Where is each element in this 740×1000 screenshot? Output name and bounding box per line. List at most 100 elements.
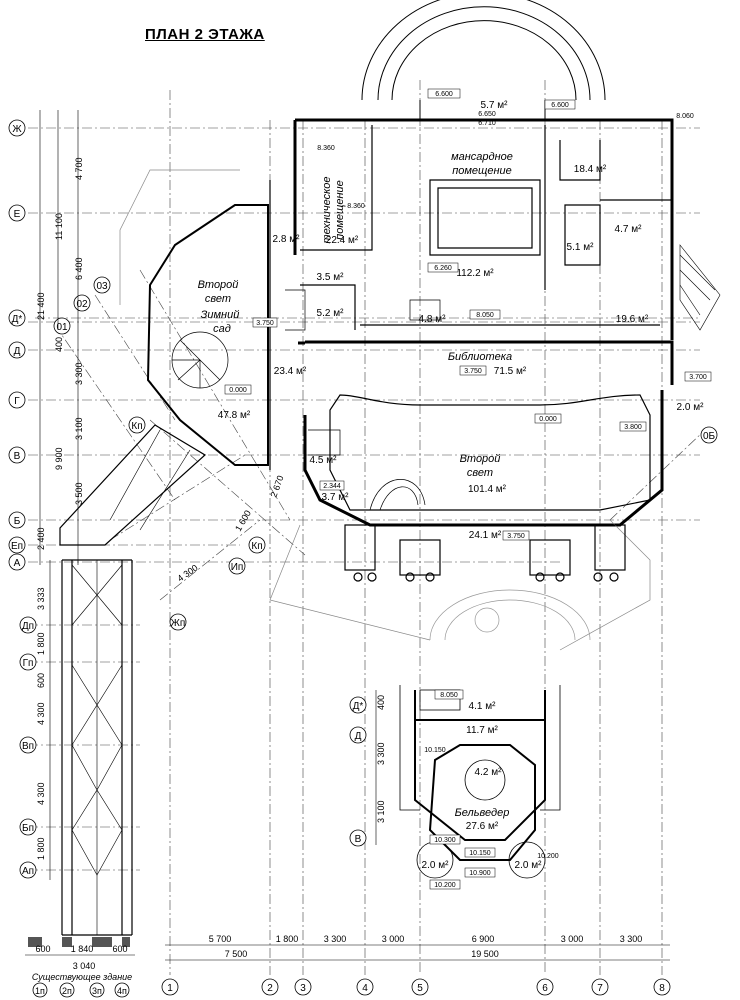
level-mark: 10.150	[469, 850, 491, 857]
room-area: 112.2 м²	[456, 268, 494, 279]
room-name: Бельведер	[455, 807, 510, 819]
lower-stairs-ghost	[429, 589, 591, 641]
axis-label-bottom: 8	[659, 983, 665, 994]
room-area: 11.7 м²	[466, 725, 498, 736]
room-area: 2.0 м²	[515, 860, 543, 871]
dim-label: 11 100	[54, 213, 64, 240]
level-mark: 3.800	[624, 424, 642, 431]
axis-label-diag: Жп	[171, 618, 186, 629]
dim-label: 4 700	[74, 157, 84, 180]
gallery-roof-lines	[71, 429, 191, 935]
room-name: помещение	[452, 165, 512, 177]
room-area: 5.2 м²	[317, 308, 345, 319]
room-area: 3.5 м²	[317, 272, 345, 283]
axis-label-left: Вп	[22, 741, 34, 752]
level-mark: 8.360	[317, 145, 335, 152]
axis-label-diag: 01	[56, 322, 68, 333]
room-area: 27.6 м²	[466, 821, 499, 832]
existing-building-walls	[28, 937, 130, 947]
dim-label: 6 900	[472, 934, 495, 944]
level-mark: 10.150	[424, 747, 446, 754]
dim-label: 1 840	[71, 944, 94, 954]
bay-windows	[344, 524, 626, 582]
dim-label: 3 100	[74, 417, 84, 440]
dim-label: 6 400	[74, 257, 84, 280]
dim-label: 1 600	[233, 508, 253, 533]
dim-label: 3 000	[561, 934, 584, 944]
axis-label-diag: Кп	[131, 421, 142, 432]
belveder-axis-markers	[349, 696, 367, 847]
room-area: 4.2 м²	[475, 767, 503, 778]
room-area: 23.4 м²	[274, 366, 307, 377]
rotunda-outline	[361, 0, 606, 120]
axis-label-left: Еп	[11, 541, 23, 552]
level-mark: 6.600	[551, 102, 569, 109]
dim-label: 4 300	[36, 782, 46, 805]
axis-label-left: Бп	[22, 823, 34, 834]
room-name: Второй	[460, 453, 501, 465]
dim-label: 3 300	[376, 742, 386, 765]
axis-label-bottom: 4	[362, 983, 368, 994]
room-name: техническое	[321, 176, 333, 243]
dim-label: 4 300	[36, 702, 46, 725]
room-area: 18.4 м²	[574, 164, 607, 175]
room-area: 101.4 м²	[468, 484, 507, 495]
axis-label-diag: Кп	[251, 541, 262, 552]
axis-label-bel: Д*	[353, 701, 364, 712]
dim-label: 1 800	[36, 632, 46, 655]
dim-label: 3 040	[73, 961, 96, 971]
dim-label: 3 500	[74, 482, 84, 505]
level-mark: 10.300	[434, 837, 456, 844]
level-mark: 3.750	[256, 320, 274, 327]
dim-label: 7 500	[225, 949, 248, 959]
level-mark: 8.360	[347, 203, 365, 210]
level-mark: 8.050	[440, 692, 458, 699]
level-mark: 10.200	[537, 853, 559, 860]
axis-markers-left	[8, 119, 37, 879]
axis-label-diag: 03	[96, 281, 108, 292]
room-name: свет	[467, 467, 493, 479]
axis-label-bottom-sub: 3п	[92, 986, 102, 996]
room-name: свет	[205, 293, 231, 305]
level-mark: 3.700	[689, 374, 707, 381]
umbrella-feature	[679, 244, 721, 331]
dim-label: 3 300	[324, 934, 347, 944]
level-mark: 10.200	[434, 882, 456, 889]
axis-label-diag: 02	[76, 299, 88, 310]
dim-label: 5 700	[209, 934, 232, 944]
level-mark: 10.900	[469, 870, 491, 877]
level-mark: 6.600	[435, 91, 453, 98]
room-area: 5.1 м²	[567, 242, 595, 253]
axis-label-diag: 0Б	[703, 431, 716, 442]
room-area: 2.8 м²	[273, 234, 301, 245]
room-area: 4.1 м²	[469, 701, 497, 712]
axis-label-left: Д*	[12, 314, 23, 325]
level-mark: 0.000	[539, 416, 557, 423]
room-area: 71.5 м²	[494, 366, 527, 377]
left-dimension-lines	[39, 110, 79, 880]
axis-label-bottom: 6	[542, 983, 548, 994]
dim-label: 1 800	[36, 837, 46, 860]
room-area: 22.4 м²	[326, 235, 359, 246]
room-area: 19.6 м²	[616, 314, 649, 325]
dim-label: 600	[35, 944, 50, 954]
axis-label-left: Ап	[22, 866, 34, 877]
axis-label-bottom: 1	[167, 983, 173, 994]
dim-label: 400	[54, 337, 64, 352]
dim-label: 3 300	[74, 362, 84, 385]
room-name: Зимний	[201, 309, 240, 321]
axis-label-left: В	[14, 451, 21, 462]
dim-label: 21 400	[36, 292, 46, 320]
plan-title: ПЛАН 2 ЭТАЖА	[145, 26, 265, 43]
dim-label: 2 670	[268, 474, 285, 499]
axis-label-bel: В	[355, 834, 362, 845]
room-name: Библиотека	[448, 351, 512, 363]
dim-label: 2 400	[36, 527, 46, 550]
dim-label: 1 800	[276, 934, 299, 944]
spiral-stair	[171, 289, 441, 511]
axis-label-left: Гп	[23, 658, 34, 669]
existing-building-label: Существующее здание	[32, 972, 132, 982]
room-area: 4.5 м²	[310, 455, 338, 466]
dim-label: 600	[36, 673, 46, 688]
dim-label: 9 900	[54, 447, 64, 470]
